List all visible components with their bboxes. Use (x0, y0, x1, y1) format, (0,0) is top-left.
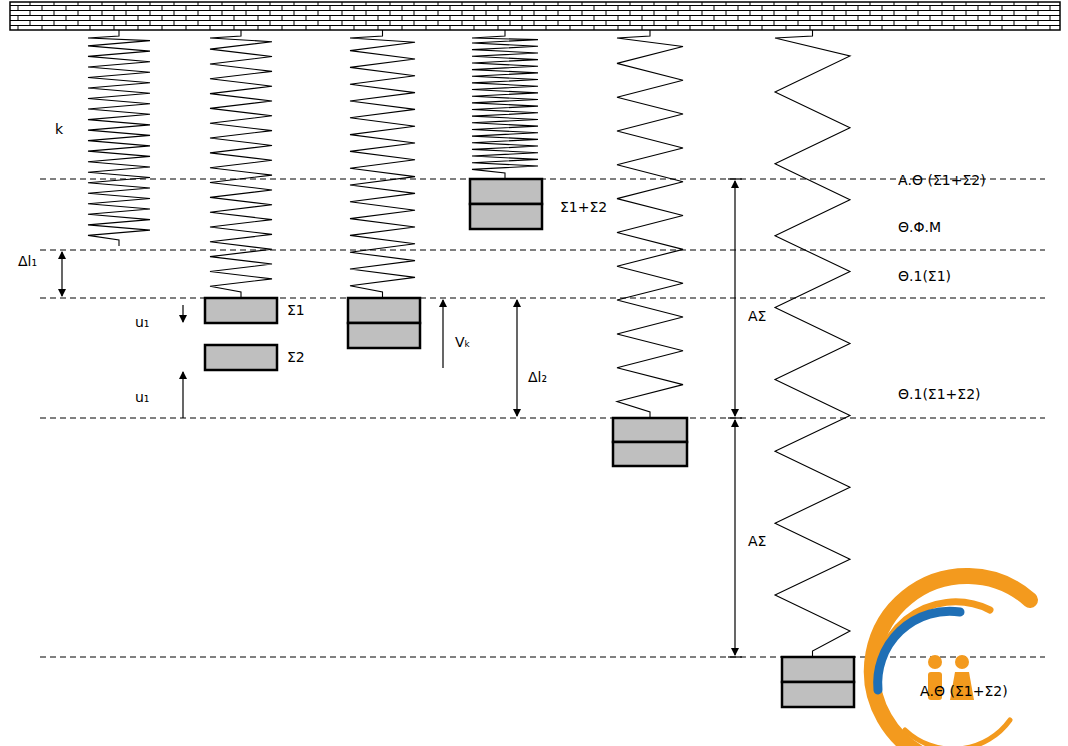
spring-coil (210, 30, 272, 298)
spring-coil (617, 30, 683, 418)
diagram-label: Σ2 (287, 350, 305, 365)
diagram-label: Δl₁ (18, 254, 37, 269)
diagram-label: Α.Θ (Σ1+Σ2) (898, 173, 986, 188)
diagram-label: Θ.Φ.Μ (898, 220, 941, 235)
diagram-label: Vₖ (455, 335, 471, 350)
diagram-label: u₁ (135, 390, 150, 405)
blocks (205, 179, 854, 707)
diagram-label: Θ.1(Σ1+Σ2) (898, 387, 981, 402)
ceiling (10, 2, 1060, 30)
spring-coil (88, 30, 150, 246)
diagram-label: AΣ (748, 309, 766, 324)
diagram-label: k (55, 122, 63, 137)
logo-watermark (872, 576, 1030, 746)
diagram-label: Σ1 (287, 303, 305, 318)
diagram-label: Θ.1(Σ1) (898, 269, 951, 284)
springs (88, 30, 850, 657)
diagram-label: Σ1+Σ2 (560, 200, 607, 215)
spring-coil (775, 30, 850, 657)
diagram-label: AΣ (748, 534, 766, 549)
spring-coil (472, 30, 538, 179)
diagram-label: Α.Θ (Σ1+Σ2) (920, 684, 1008, 699)
arrows (62, 179, 742, 657)
spring-coil (350, 30, 415, 298)
reference-lines (40, 179, 1045, 657)
diagram-label: u₁ (135, 315, 150, 330)
diagram-label: Δl₂ (528, 370, 547, 385)
